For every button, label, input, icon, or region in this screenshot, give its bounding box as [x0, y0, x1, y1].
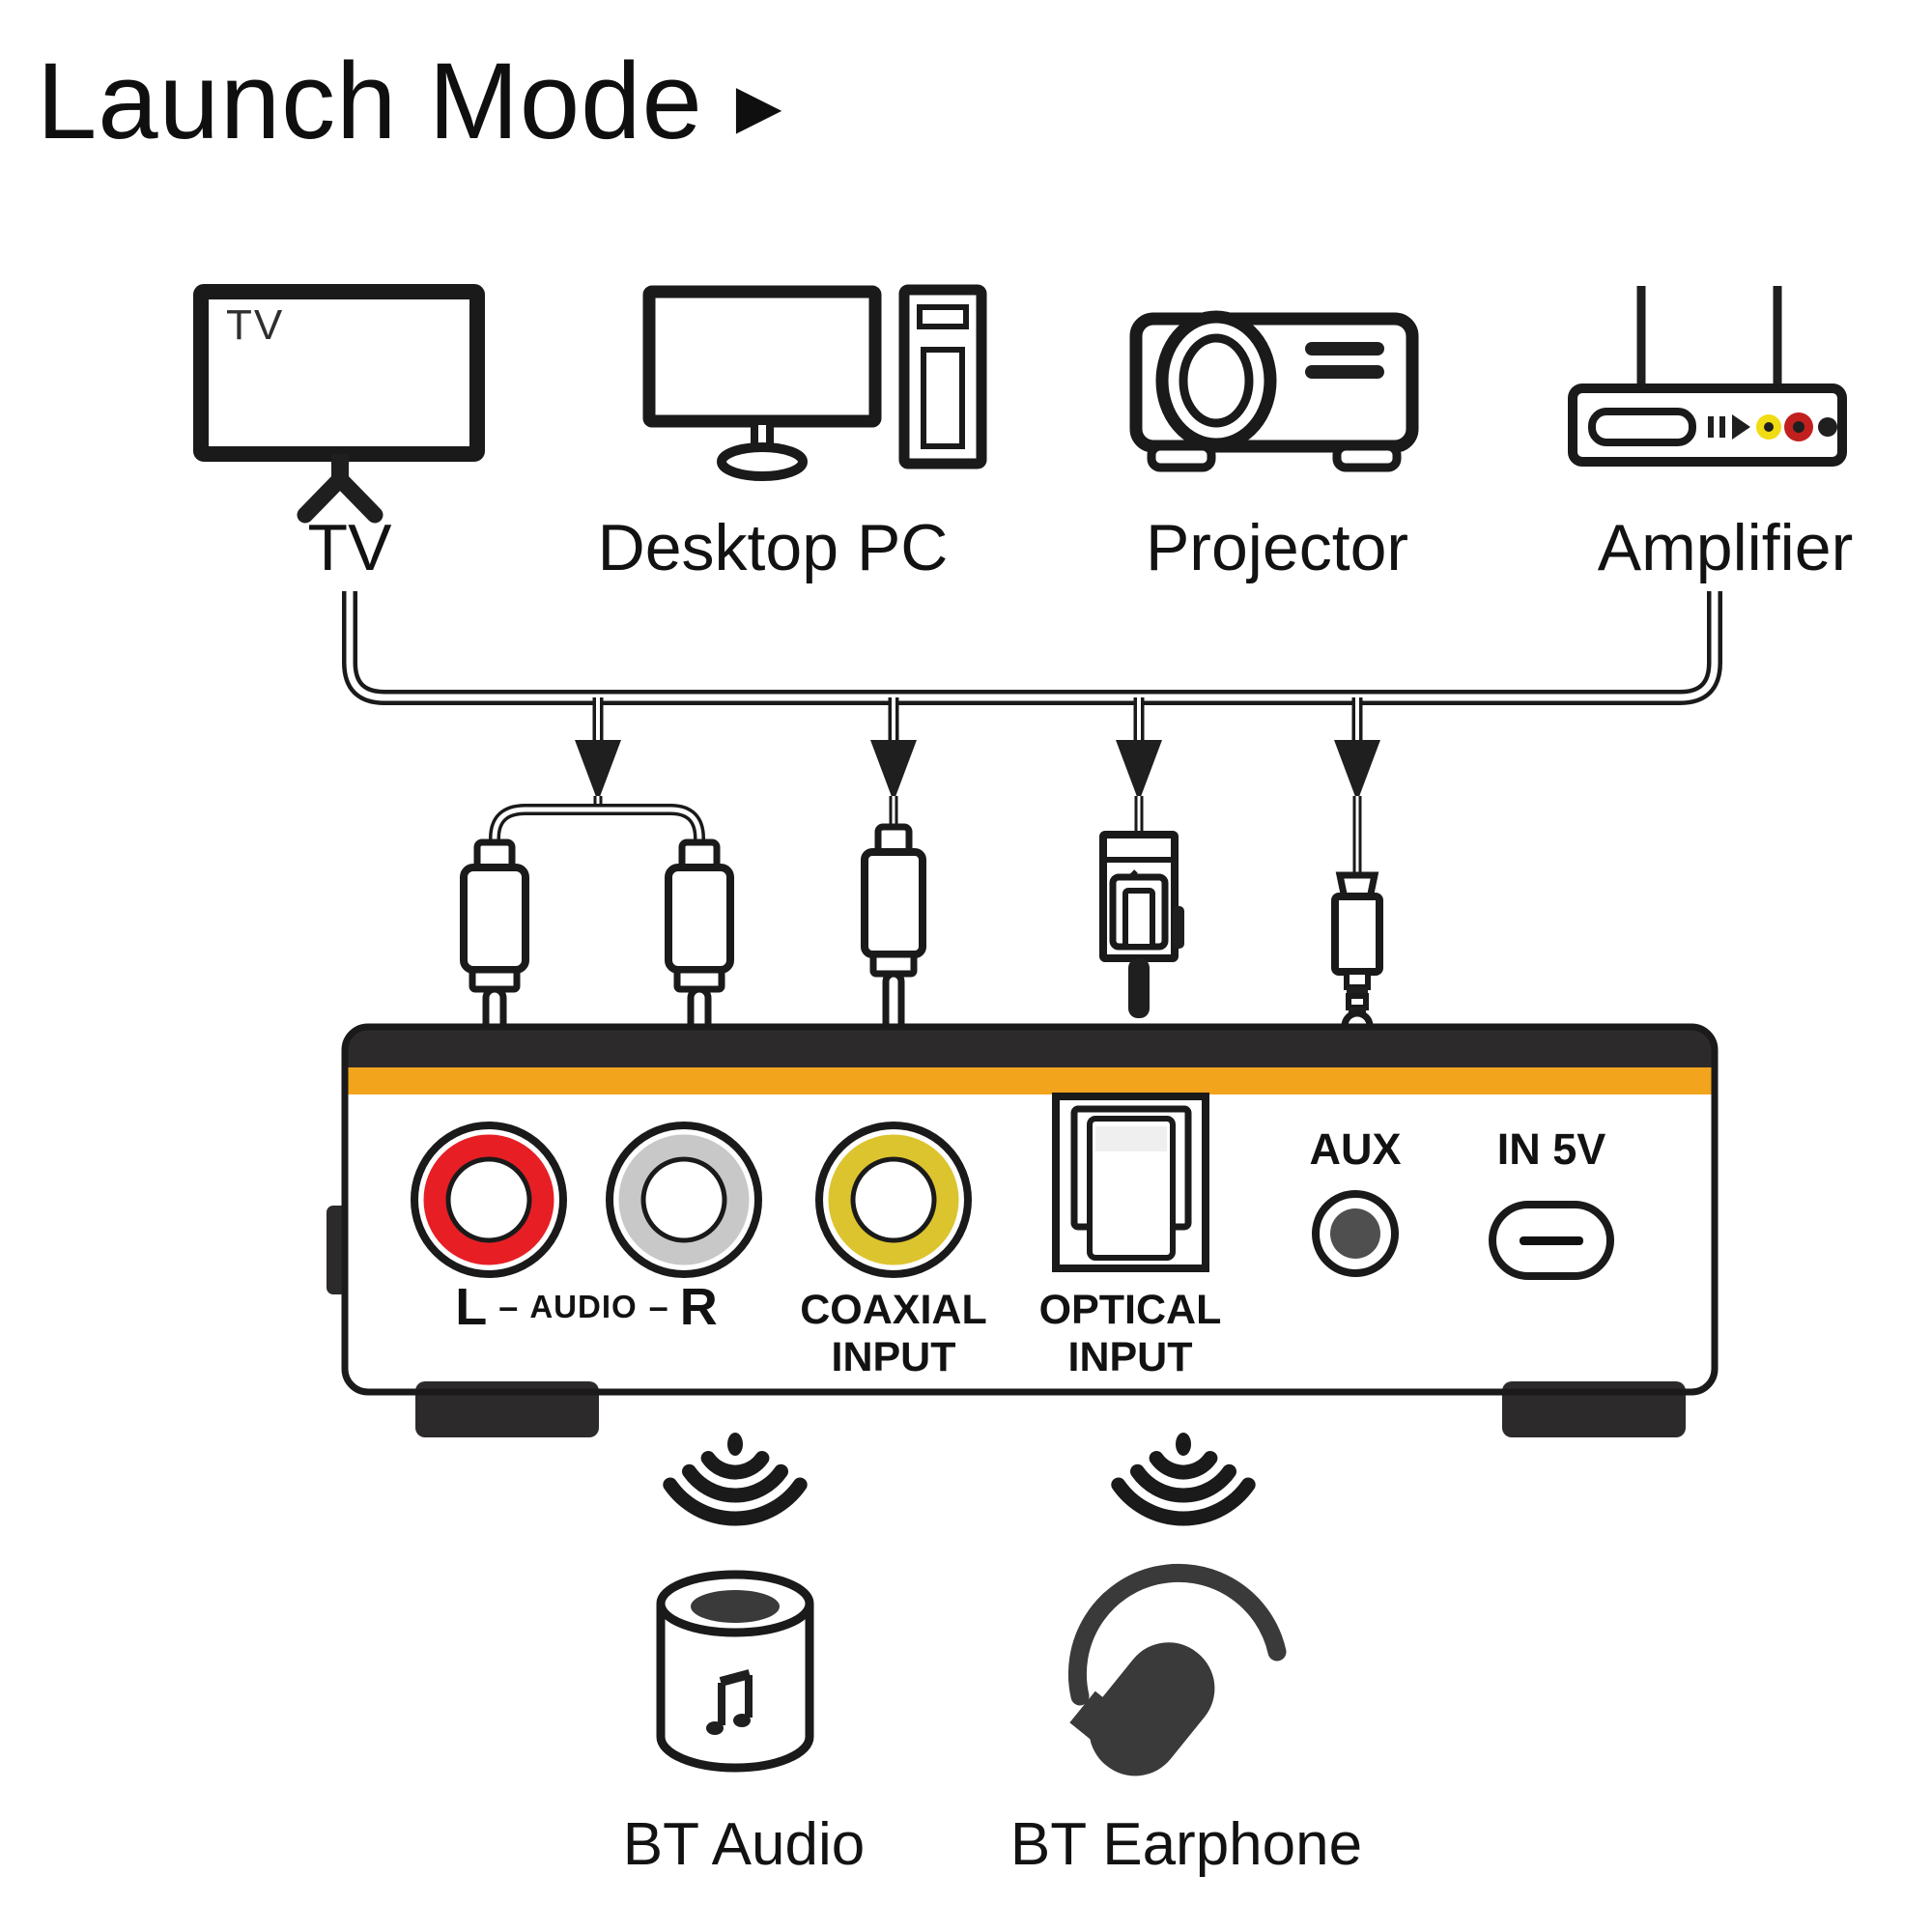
coaxial-port [815, 1122, 972, 1278]
aux-port [1312, 1190, 1399, 1277]
source-label-projector: Projector [1145, 511, 1409, 584]
wireless-signal-icon-left [663, 1433, 808, 1526]
audio-right-label: R [679, 1278, 718, 1336]
audio-mid-label: AUDIO [529, 1289, 638, 1324]
usb-c-port [1489, 1201, 1614, 1280]
tv-screen-label: TV [226, 301, 285, 349]
audio-left-label: L [455, 1278, 488, 1336]
device-accent-strip [345, 1067, 1715, 1094]
bt-earphone-icon [1067, 1563, 1287, 1776]
audio-dash-right: – [648, 1287, 668, 1326]
optical-port [1052, 1093, 1209, 1272]
projector-icon [1129, 310, 1419, 472]
audio-dash-left: – [498, 1287, 519, 1326]
output-label-bt-earphone: BT Earphone [1009, 1811, 1363, 1878]
amplifier-icon [1568, 286, 1847, 467]
aux-label: AUX [1309, 1124, 1402, 1174]
wireless-signal-icon-right [1111, 1433, 1256, 1526]
connection-bracket [342, 591, 1722, 802]
source-label-amplifier: Amplifier [1597, 511, 1854, 584]
receiver-device [327, 1023, 1719, 1437]
optical-input-label: OPTICAL INPUT [1038, 1287, 1222, 1381]
source-label-desktop-pc: Desktop PC [597, 511, 949, 584]
output-label-bt-audio: BT Audio [622, 1811, 866, 1878]
desktop-pc-icon [642, 284, 987, 481]
page-title: Launch Mode [37, 41, 703, 161]
aux-cable-icon [1331, 796, 1383, 1042]
drop-stems [592, 697, 1363, 742]
rca-stereo-cable-icon [460, 796, 734, 1063]
coaxial-input-label: COAXIAL INPUT [800, 1287, 987, 1381]
audio-ports-label: L – AUDIO – R [455, 1277, 717, 1337]
power-label: IN 5V [1496, 1124, 1606, 1174]
rca-port-left [411, 1122, 567, 1278]
tv-icon [193, 284, 485, 524]
play-arrow-icon: ▶ [735, 73, 782, 140]
optical-cable-icon [1099, 796, 1184, 1018]
rca-plug-left [460, 838, 529, 1063]
pause-play-icon [1708, 414, 1750, 440]
down-arrow-icons [575, 740, 1380, 802]
source-label-tv: TV [307, 511, 392, 584]
coaxial-cable-icon [861, 796, 926, 1041]
page-title-row: Launch Mode ▶ [37, 39, 781, 163]
rca-port-right [606, 1122, 762, 1278]
device-body-outline [341, 1023, 1719, 1396]
bt-speaker-icon [656, 1570, 814, 1773]
music-note-icon [706, 1669, 753, 1735]
